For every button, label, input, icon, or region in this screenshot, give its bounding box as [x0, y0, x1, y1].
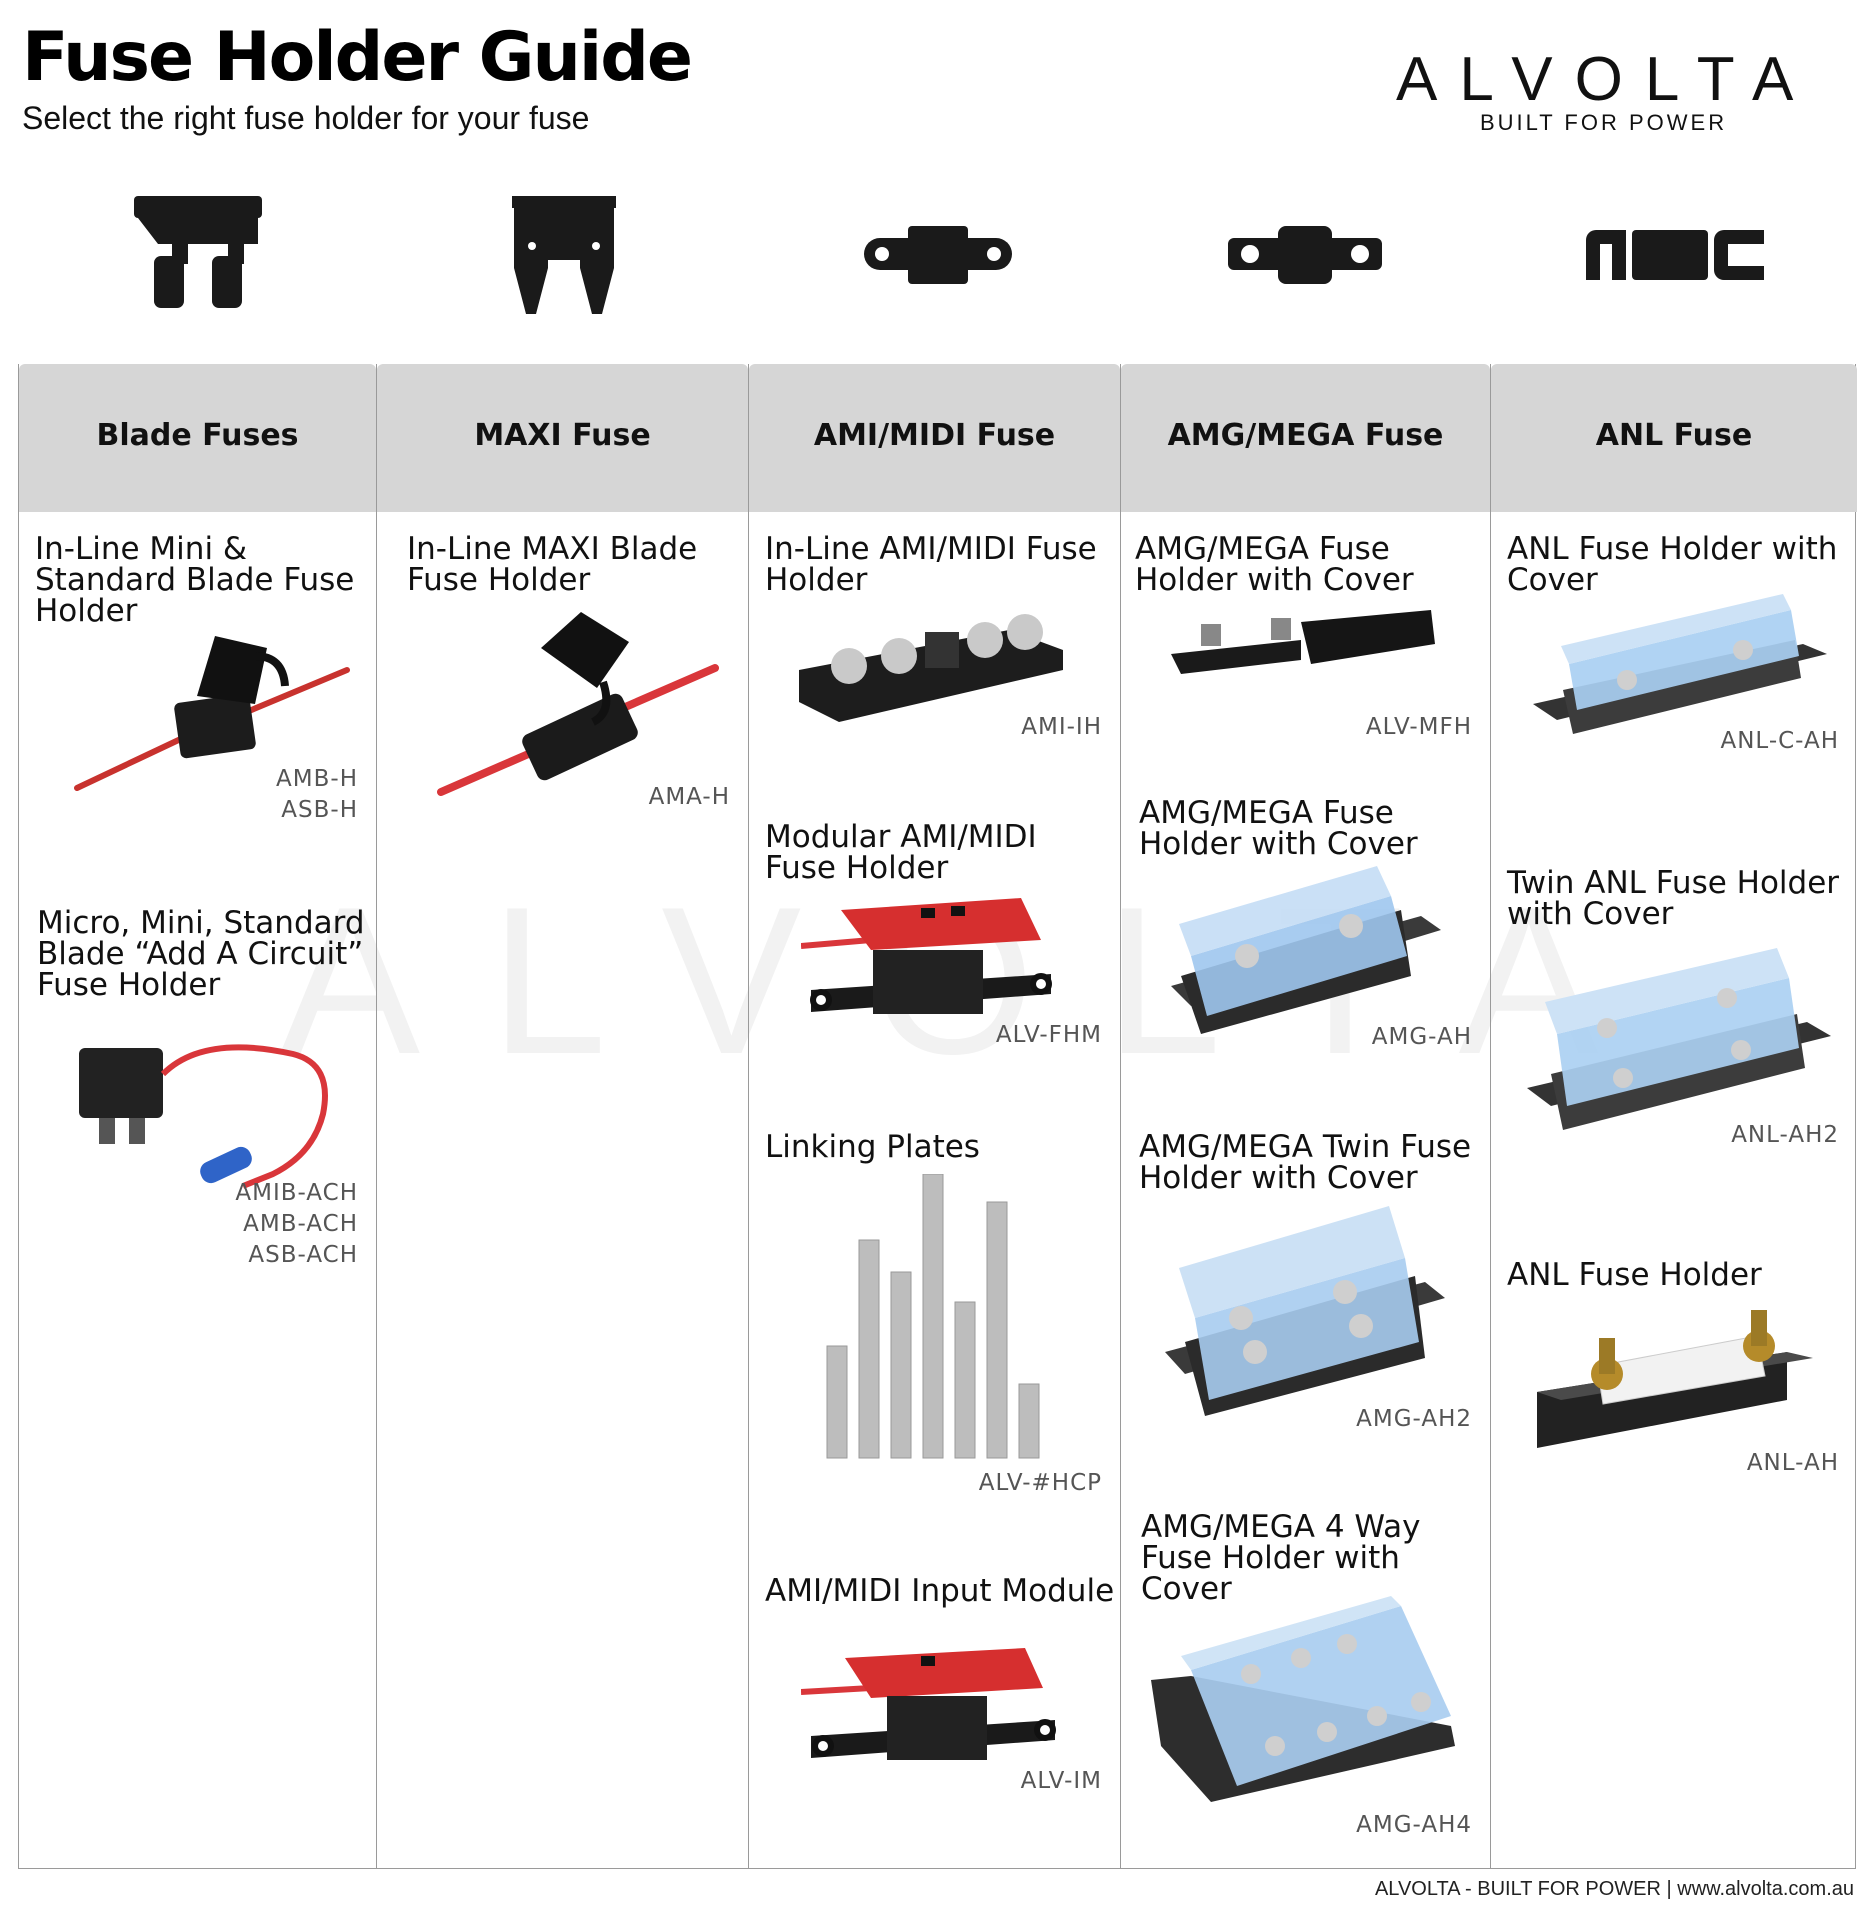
item-code: ALV-IM [1020, 1768, 1102, 1794]
column-ami-midi-fuse: AMI/MIDI Fuse In-Line AMI/MIDI Fuse Hold… [749, 364, 1121, 1869]
ami-midi-input-module-image [801, 1648, 1056, 1760]
add-a-circuit-holder-image [79, 1044, 328, 1189]
item-title: In-Line MAXI Blade Fuse Holder [407, 531, 698, 598]
brand-logo-tagline: BUILT FOR POWER [1480, 110, 1728, 135]
column-maxi-fuse: MAXI Fuse In-Line MAXI Blade Fuse Holder… [377, 364, 749, 1869]
ami-midi-fuse-icon [864, 226, 1012, 284]
page-title: Fuse Holder Guide [22, 18, 693, 97]
item-code: ANL-AH [1746, 1450, 1839, 1476]
item-code: AMG-AH [1371, 1024, 1472, 1050]
item-code: AMI-IH [1021, 714, 1102, 740]
item-title: AMG/MEGA Twin Fuse Holder with Cover [1139, 1129, 1472, 1196]
item-title: Micro, Mini, Standard Blade “Add A Circu… [37, 905, 365, 1003]
inline-blade-holder-image [74, 636, 350, 791]
column-header: AMG/MEGA Fuse [1121, 364, 1490, 512]
amg-mega-holder-ah-image [1171, 866, 1441, 1034]
item-title: AMI/MIDI Input Module [765, 1573, 1115, 1609]
column-blade-fuses: Blade Fuses In-Line Mini & Standard Blad… [19, 364, 377, 1869]
inline-maxi-holder-image [437, 612, 719, 796]
inline-ami-midi-holder-image [799, 614, 1063, 722]
amg-mega-fuse-icon [1228, 226, 1382, 284]
maxi-fuse-icon [512, 196, 616, 314]
item-title: In-Line Mini & Standard Blade Fuse Holde… [35, 531, 355, 629]
brand-logo-wordmark: ALVOLTA [1396, 45, 1816, 114]
item-code: ALV-MFH [1365, 714, 1472, 740]
blade-fuse-icon [134, 196, 262, 308]
page-subtitle: Select the right fuse holder for your fu… [22, 100, 590, 136]
column-heading: AMI/MIDI Fuse [813, 418, 1056, 453]
brand-logo: ALVOLTA BUILT FOR POWER [1396, 44, 1816, 140]
item-code: ALV-#HCP [978, 1470, 1102, 1496]
column-header: AMI/MIDI Fuse [749, 364, 1120, 512]
item-title: AMG/MEGA Fuse Holder with Cover [1139, 795, 1418, 862]
item-title: ANL Fuse Holder with Cover [1507, 531, 1838, 598]
item-code: ANL-AH2 [1731, 1122, 1839, 1148]
item-code: AMG-AH4 [1356, 1812, 1472, 1838]
column-header: Blade Fuses [19, 364, 376, 512]
column-anl-fuse: ANL Fuse ANL Fuse Holder with Cover ANL-… [1491, 364, 1857, 1869]
item-code: AMIB-ACH AMB-ACH ASB-ACH [235, 1180, 358, 1268]
column-heading: MAXI Fuse [474, 418, 651, 453]
column-amg-mega-fuse: AMG/MEGA Fuse AMG/MEGA Fuse Holder with … [1121, 364, 1491, 1869]
item-title: In-Line AMI/MIDI Fuse Holder [765, 531, 1097, 598]
item-title: Modular AMI/MIDI Fuse Holder [765, 819, 1037, 886]
item-title: AMG/MEGA 4 Way Fuse Holder with Cover [1141, 1509, 1421, 1607]
amg-mega-twin-holder-image [1165, 1206, 1445, 1416]
column-header: MAXI Fuse [377, 364, 748, 512]
amg-mega-holder-mfh-image [1171, 610, 1435, 674]
column-heading: Blade Fuses [96, 418, 299, 453]
anl-fuse-icon [1586, 230, 1764, 280]
item-title: ANL Fuse Holder [1507, 1257, 1762, 1293]
anl-holder-with-cover-image [1533, 594, 1827, 734]
item-code: AMA-H [648, 784, 730, 810]
footer-text: ALVOLTA - BUILT FOR POWER | www.alvolta.… [1374, 1878, 1854, 1900]
column-heading: AMG/MEGA Fuse [1167, 418, 1444, 453]
item-title: AMG/MEGA Fuse Holder with Cover [1135, 531, 1414, 598]
amg-mega-4way-holder-image [1151, 1596, 1455, 1802]
column-heading: ANL Fuse [1595, 418, 1753, 453]
column-header: ANL Fuse [1491, 364, 1857, 512]
item-code: ANL-C-AH [1720, 728, 1839, 754]
linking-plates-image [826, 1174, 1040, 1459]
modular-ami-midi-holder-image [801, 898, 1052, 1014]
fuse-holder-table: Blade Fuses In-Line Mini & Standard Blad… [18, 364, 1857, 1869]
item-title: Linking Plates [765, 1129, 980, 1165]
item-code: AMB-H ASB-H [276, 766, 358, 823]
anl-holder-image [1537, 1310, 1813, 1448]
item-code: ALV-FHM [995, 1022, 1102, 1048]
item-code: AMG-AH2 [1356, 1406, 1472, 1432]
twin-anl-holder-image [1527, 948, 1831, 1130]
item-title: Twin ANL Fuse Holder with Cover [1507, 865, 1840, 932]
